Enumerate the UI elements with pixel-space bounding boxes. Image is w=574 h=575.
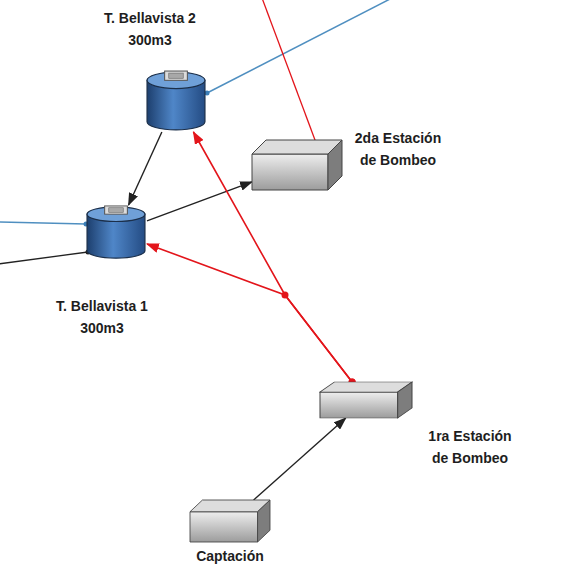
box-top	[252, 140, 342, 154]
building-symbol	[320, 382, 412, 418]
tank-hatch	[105, 206, 128, 214]
station-name: 2da Estación de Bombeo	[348, 128, 448, 171]
node-label: 2da Estación de Bombeo	[348, 128, 448, 171]
tank-symbol	[145, 70, 207, 132]
box-top	[190, 500, 270, 512]
tank-symbol	[85, 205, 147, 260]
box-top	[320, 382, 412, 392]
node-label: 1ra Estación de Bombeo	[420, 426, 520, 469]
flow-arrow	[129, 132, 162, 205]
pump-station-box: 2da Estación de Bombeo	[252, 140, 342, 190]
building-symbol	[252, 140, 342, 190]
box-side	[258, 500, 270, 542]
station-name: T. Bellavista 2 300m3	[91, 8, 209, 51]
box-front	[320, 392, 398, 418]
storage-tank: T. Bellavista 2 300m3	[145, 70, 207, 132]
station-name: 1ra Estación de Bombeo	[420, 426, 520, 469]
node-label: T. Bellavista 2 300m3	[91, 8, 209, 51]
node-label: Captación	[196, 546, 264, 568]
tank-hatch-lid	[169, 73, 183, 78]
pump-station-box: Captación	[190, 500, 270, 542]
flow-arrow	[254, 418, 346, 500]
storage-tank: T. Bellavista 1 300m3	[85, 205, 147, 260]
pump-station-box: 1ra Estación de Bombeo	[320, 382, 412, 418]
building-symbol	[190, 500, 270, 542]
tank-top	[87, 207, 145, 222]
box-side	[398, 382, 412, 418]
tank-hatch	[165, 71, 188, 80]
flow-arrow	[147, 182, 252, 221]
impulsion-line	[147, 244, 352, 382]
distribution-pipe	[0, 222, 86, 224]
box-front	[252, 154, 328, 190]
impulsion-pipe	[262, 0, 318, 148]
impulsion-line	[193, 132, 352, 382]
node-label: T. Bellavista 1 300m3	[43, 296, 161, 339]
outlet-pipe	[0, 252, 88, 264]
distribution-pipe	[207, 0, 392, 93]
station-name: Captación	[196, 546, 264, 568]
tank-hatch-lid	[109, 208, 123, 213]
box-side	[328, 140, 342, 190]
box-front	[190, 512, 258, 542]
station-name: T. Bellavista 1 300m3	[43, 296, 161, 339]
